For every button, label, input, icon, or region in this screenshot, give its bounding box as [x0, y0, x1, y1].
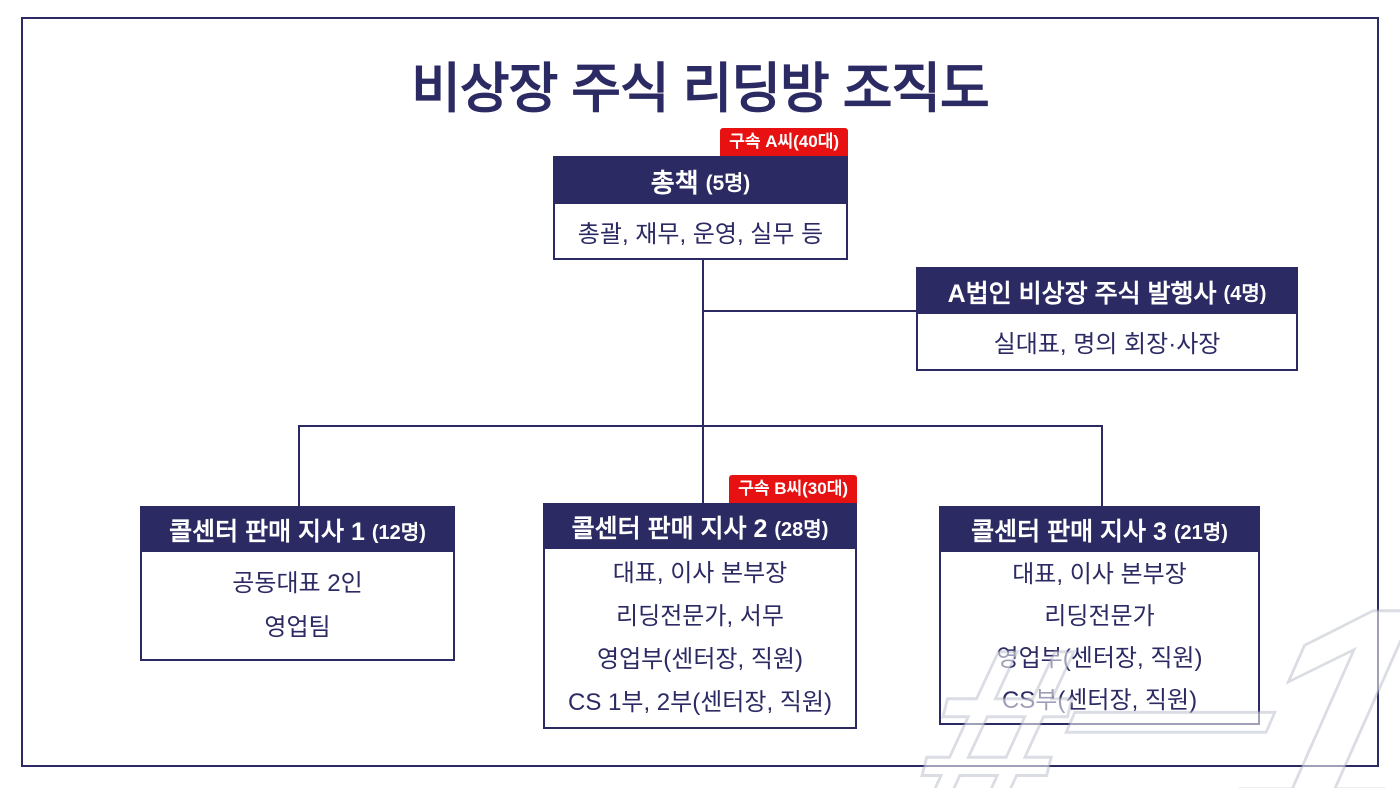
node-branch3-body: 대표, 이사 본부장 리딩전문가 영업부(센터장, 직원) CS부(센터장, 직…: [941, 552, 1258, 723]
connector-drop-branch3: [1101, 425, 1103, 506]
node-branch1-header: 콜센터 판매 지사 1 (12명): [142, 508, 453, 552]
node-leader-name: 총책: [650, 167, 699, 198]
node-leader-role: 총괄, 재무, 운영, 실무 등: [577, 220, 824, 248]
node-issuer-count: (4명): [1223, 283, 1267, 305]
node-issuer-header: A법인 비상장 주식 발행사 (4명): [918, 269, 1296, 314]
node-branch3-name: 콜센터 판매 지사 3: [971, 518, 1167, 546]
node-branch3-role: 리딩전문가: [1044, 602, 1155, 630]
node-leader-body: 총괄, 재무, 운영, 실무 등: [555, 204, 846, 258]
node-branch3-count: (21명): [1173, 521, 1228, 544]
node-branch1-name: 콜센터 판매 지사 1: [169, 518, 365, 546]
node-issuer-role: 실대표, 명의 회장·사장: [993, 331, 1221, 358]
node-issuer-name: A법인 비상장 주식 발행사: [947, 279, 1217, 308]
node-leader-count: (5명): [705, 172, 751, 195]
node-branch2-body: 대표, 이사 본부장 리딩전문가, 서무 영업부(센터장, 직원) CS 1부,…: [545, 549, 855, 727]
node-branch1-role: 공동대표 2인: [232, 569, 363, 597]
node-branch2-role: CS 1부, 2부(센터장, 직원): [568, 689, 832, 716]
node-branch2-count: (28명): [774, 518, 829, 541]
connector-drop-branch1: [298, 425, 300, 506]
connector-drop-branch2: [702, 425, 704, 503]
node-issuer-body: 실대표, 명의 회장·사장: [918, 314, 1296, 369]
node-branch1-role: 영업팀: [264, 613, 331, 641]
node-leader: 총책 (5명) 총괄, 재무, 운영, 실무 등: [553, 156, 848, 260]
connector-distributor-horizontal: [298, 425, 1103, 427]
node-branch3-role: CS부(센터장, 직원): [1001, 686, 1198, 714]
node-branch2-role: 리딩전문가, 서무: [616, 603, 784, 630]
connector-trunk-vertical: [702, 258, 704, 426]
node-branch3-header: 콜센터 판매 지사 3 (21명): [941, 508, 1258, 552]
node-branch3-role: 영업부(센터장, 직원): [996, 644, 1203, 672]
node-branch3-role: 대표, 이사 본부장: [1012, 560, 1187, 588]
outer-border: [21, 17, 1379, 767]
page-title: 비상장 주식 리딩방 조직도: [411, 59, 990, 119]
node-branch3: 콜센터 판매 지사 3 (21명) 대표, 이사 본부장 리딩전문가 영업부(센…: [939, 506, 1260, 725]
node-branch1-body: 공동대표 2인 영업팀: [142, 552, 453, 659]
node-branch1: 콜센터 판매 지사 1 (12명) 공동대표 2인 영업팀: [140, 506, 455, 661]
node-issuer: A법인 비상장 주식 발행사 (4명) 실대표, 명의 회장·사장: [916, 267, 1298, 371]
node-branch2-role: 대표, 이사 본부장: [612, 560, 788, 587]
node-branch2: 콜센터 판매 지사 2 (28명) 대표, 이사 본부장 리딩전문가, 서무 영…: [543, 503, 857, 729]
node-leader-header: 총책 (5명): [555, 158, 846, 204]
node-branch1-count: (12명): [371, 521, 426, 544]
node-branch2-role: 영업부(센터장, 직원): [597, 646, 803, 673]
node-branch2-name: 콜센터 판매 지사 2: [571, 515, 768, 543]
arrest-tag-a: 구속 A씨(40대): [720, 128, 848, 156]
node-branch2-header: 콜센터 판매 지사 2 (28명): [545, 505, 855, 549]
arrest-tag-b: 구속 B씨(30대): [729, 475, 857, 503]
connector-to-issuer: [702, 310, 916, 312]
